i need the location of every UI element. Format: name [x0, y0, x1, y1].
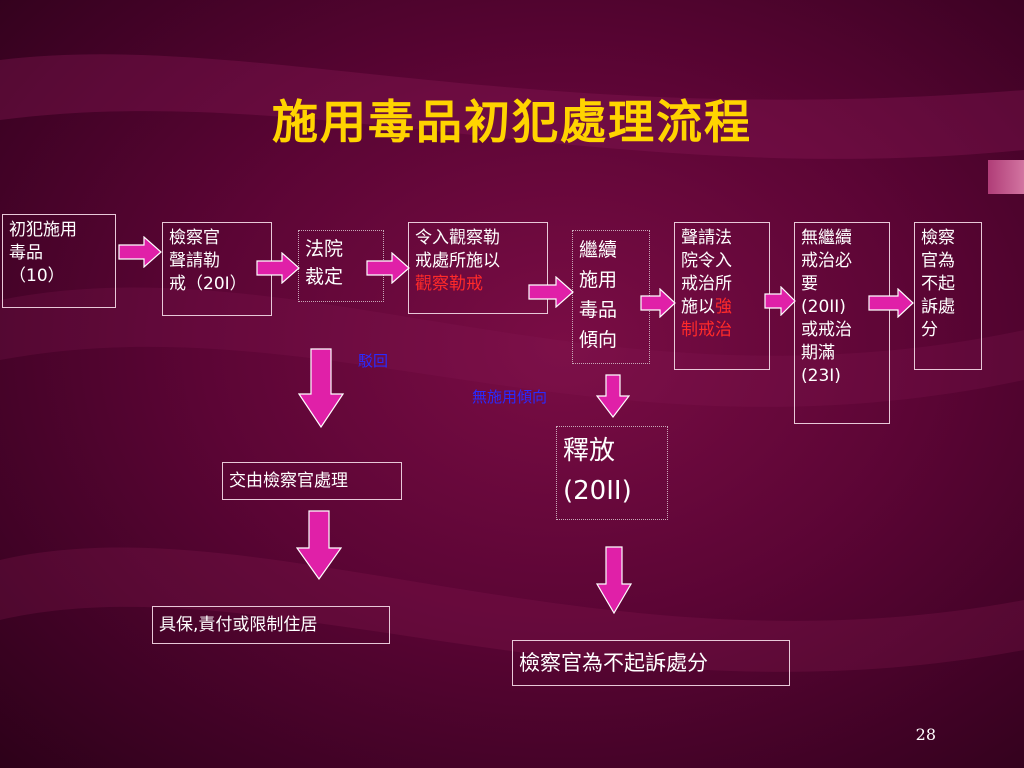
- box-non-prosecution-right-line5: 分: [921, 320, 938, 340]
- arrow-down-3: [596, 374, 630, 418]
- box-compulsory-petition-line2: 院令入: [681, 251, 732, 271]
- box-non-prosecution-right-line2: 官為: [921, 251, 955, 271]
- box-prosecutor-petition-line3: 戒（20I）: [169, 274, 247, 294]
- box-no-need-treatment-line3: 要: [801, 274, 818, 294]
- box-bail-text: 具保,責付或限制住居: [159, 615, 318, 635]
- arrow-right-6: [764, 286, 796, 316]
- box-continued-tendency-line1: 繼續: [579, 239, 618, 261]
- box-observation-order: 令入觀察勒 戒處所施以 觀察勒戒: [408, 222, 548, 314]
- box-compulsory-petition-line4: 施以強: [681, 296, 763, 319]
- box-bail: 具保,責付或限制住居: [152, 606, 390, 644]
- box-continued-tendency-line2: 施用: [579, 269, 618, 291]
- box-release: 釋放 (20II): [556, 426, 668, 520]
- box-court-ruling-line1: 法院: [305, 238, 344, 260]
- page-title: 施用毒品初犯處理流程: [272, 95, 752, 149]
- box-non-prosecution-right-line4: 訴處: [921, 297, 955, 317]
- box-observation-order-line1: 令入觀察勒: [415, 228, 500, 248]
- box-first-offense-line3: （10）: [9, 266, 65, 286]
- box-compulsory-petition-line4a: 施以: [681, 297, 715, 317]
- box-prosecutor-petition-line1: 檢察官: [169, 228, 220, 248]
- box-no-need-treatment-line6: 期滿: [801, 343, 835, 363]
- decorative-tab: [988, 160, 1024, 194]
- box-observation-order-line3: 觀察勒戒: [415, 274, 483, 294]
- arrow-right-3: [366, 252, 410, 284]
- box-handed-to-prosecutor-text: 交由檢察官處理: [229, 471, 348, 491]
- box-first-offense-line1: 初犯施用: [9, 220, 77, 240]
- box-continued-tendency-line3: 毒品: [579, 299, 618, 321]
- box-non-prosecution-bottom: 檢察官為不起訴處分: [512, 640, 790, 686]
- box-continued-tendency: 繼續 施用 毒品 傾向: [572, 230, 650, 364]
- box-non-prosecution-right: 檢察 官為 不起 訴處 分: [914, 222, 982, 370]
- box-non-prosecution-bottom-text: 檢察官為不起訴處分: [519, 651, 708, 675]
- box-no-need-treatment-line2: 戒治必: [801, 251, 852, 271]
- box-no-need-treatment-line4: (20II): [801, 297, 846, 317]
- box-no-need-treatment: 無繼續 戒治必 要 (20II) 或戒治 期滿 (23I): [794, 222, 890, 424]
- box-compulsory-petition-line5: 制戒治: [681, 320, 732, 340]
- box-compulsory-petition: 聲請法 院令入 戒治所 施以強 制戒治: [674, 222, 770, 370]
- arrow-down-2: [296, 510, 342, 580]
- box-release-line2: (20II): [563, 476, 632, 506]
- arrow-right-1: [118, 236, 162, 268]
- box-prosecutor-petition-line2: 聲請勒: [169, 251, 220, 271]
- arrow-down-4: [596, 546, 632, 614]
- box-no-need-treatment-line1: 無繼續: [801, 228, 852, 248]
- box-no-need-treatment-line5: 或戒治: [801, 320, 852, 340]
- box-first-offense-line2: 毒品: [9, 243, 43, 263]
- box-no-need-treatment-line7: (23I): [801, 366, 841, 386]
- box-non-prosecution-right-line1: 檢察: [921, 228, 955, 248]
- box-first-offense: 初犯施用 毒品 （10）: [2, 214, 116, 308]
- box-release-line1: 釋放: [563, 436, 616, 466]
- label-no-tendency: 無施用傾向: [472, 388, 548, 406]
- arrow-right-4: [528, 276, 574, 308]
- box-compulsory-petition-line3: 戒治所: [681, 274, 732, 294]
- arrow-right-5: [640, 288, 676, 318]
- box-compulsory-petition-line4b: 強: [715, 297, 732, 317]
- box-prosecutor-petition: 檢察官 聲請勒 戒（20I）: [162, 222, 272, 316]
- label-rejected: 駁回: [358, 352, 389, 370]
- box-observation-order-line2: 戒處所施以: [415, 251, 500, 271]
- arrow-down-1: [298, 348, 344, 428]
- box-non-prosecution-right-line3: 不起: [921, 274, 955, 294]
- page-number: 28: [915, 725, 936, 744]
- box-continued-tendency-line4: 傾向: [579, 329, 618, 351]
- box-compulsory-petition-line1: 聲請法: [681, 228, 732, 248]
- arrow-right-7: [868, 288, 914, 318]
- box-court-ruling-line2: 裁定: [305, 266, 344, 288]
- box-handed-to-prosecutor: 交由檢察官處理: [222, 462, 402, 500]
- arrow-right-2: [256, 252, 300, 284]
